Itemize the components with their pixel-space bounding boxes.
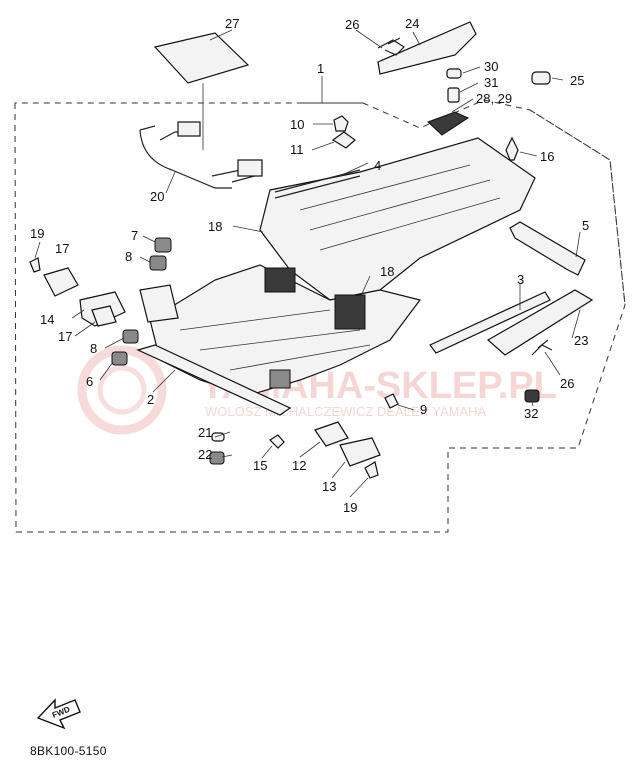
callout-24: 24 xyxy=(405,16,419,31)
part-19-screw-left xyxy=(29,257,41,273)
part-10-nut xyxy=(333,115,349,132)
part-20-handle xyxy=(139,125,263,189)
part-22-nut xyxy=(209,451,225,465)
callout-21: 21 xyxy=(198,425,212,440)
callout-13: 13 xyxy=(322,479,336,494)
frame-mount-center xyxy=(334,294,366,330)
part-6-bush xyxy=(111,351,128,366)
part-5-bracket xyxy=(509,221,586,276)
part-23-guard xyxy=(486,289,594,356)
assembly-boundary-inner xyxy=(300,102,626,306)
callout-2: 2 xyxy=(147,392,154,407)
part-8-bush xyxy=(149,255,167,271)
part-32-nut xyxy=(524,389,540,403)
part-12-plate xyxy=(314,421,349,447)
frame-mount-left xyxy=(264,267,296,293)
callout-18-right: 18 xyxy=(380,264,394,279)
callout-26-top: 26 xyxy=(345,17,359,32)
part-19-screw-bottom xyxy=(364,461,379,479)
callout-20: 20 xyxy=(150,189,164,204)
part-20-handle-clamp xyxy=(177,121,201,137)
part-15-bolt xyxy=(269,434,285,449)
callout-18-left: 18 xyxy=(208,219,222,234)
frame-mount-bottom xyxy=(269,369,291,389)
callout-10: 10 xyxy=(290,117,304,132)
part-17-plate-lower xyxy=(91,305,117,327)
part-26-clip-lower xyxy=(531,339,553,356)
part-17-plate xyxy=(43,267,79,297)
callout-26-bottom: 26 xyxy=(560,376,574,391)
callout-5: 5 xyxy=(582,218,589,233)
callout-23: 23 xyxy=(574,333,588,348)
callout-17-lower: 17 xyxy=(58,329,72,344)
callout-8-upper: 8 xyxy=(125,249,132,264)
frame-lower-ribs xyxy=(179,309,371,371)
part-2-rail xyxy=(136,344,292,416)
part-27-sheet xyxy=(153,32,250,84)
part-20-handle-clamp-rear xyxy=(237,159,263,177)
frame-plate-ribs xyxy=(299,164,501,251)
leader-lines xyxy=(34,29,581,498)
fwd-arrow-icon: FWD xyxy=(36,698,81,730)
callout-30: 30 xyxy=(484,59,498,74)
part-16-grommet xyxy=(505,136,519,161)
part-31-collar xyxy=(447,87,460,103)
callout-22: 22 xyxy=(198,447,212,462)
diagram-code: 8BK100-5150 xyxy=(30,744,107,758)
callout-9: 9 xyxy=(420,402,427,417)
part-24-cover xyxy=(377,21,477,75)
callout-17-upper: 17 xyxy=(55,241,69,256)
part-30-bolt xyxy=(446,68,462,79)
callout-16: 16 xyxy=(540,149,554,164)
callout-15: 15 xyxy=(253,458,267,473)
part-11-bracket xyxy=(331,131,356,149)
callout-32: 32 xyxy=(524,406,538,421)
callout-14: 14 xyxy=(40,312,54,327)
callout-12: 12 xyxy=(292,458,306,473)
callout-labels: 1 2 3 4 5 6 7 8 8 9 10 11 12 13 14 15 16… xyxy=(30,16,589,515)
frame-pivot-tube xyxy=(139,284,179,323)
part-1-frame-plate xyxy=(259,137,536,301)
part-13-mount xyxy=(339,437,381,467)
callout-25: 25 xyxy=(570,73,584,88)
callout-4: 4 xyxy=(374,158,381,173)
watermark-logo-ring xyxy=(77,345,167,435)
part-28-29-mount xyxy=(427,111,470,136)
callout-19-left: 19 xyxy=(30,226,44,241)
part-9-bolt xyxy=(384,393,399,409)
callout-28-29: 28, 29 xyxy=(476,91,512,106)
part-25-cap xyxy=(531,71,551,85)
callout-3: 3 xyxy=(517,272,524,287)
part-26-clip xyxy=(377,37,405,56)
callout-27: 27 xyxy=(225,16,239,31)
part-8-bush-lower xyxy=(122,329,139,344)
callout-1: 1 xyxy=(317,61,324,76)
callout-19-bottom: 19 xyxy=(343,500,357,515)
watermark-sub: WOLOSZ MICHALCZEWICZ DEALER YAMAHA xyxy=(205,404,487,419)
callout-31: 31 xyxy=(484,75,498,90)
callout-6: 6 xyxy=(86,374,93,389)
callout-8-lower: 8 xyxy=(90,341,97,356)
callout-7: 7 xyxy=(131,228,138,243)
part-7-bush xyxy=(154,237,172,253)
callout-11: 11 xyxy=(290,142,304,157)
